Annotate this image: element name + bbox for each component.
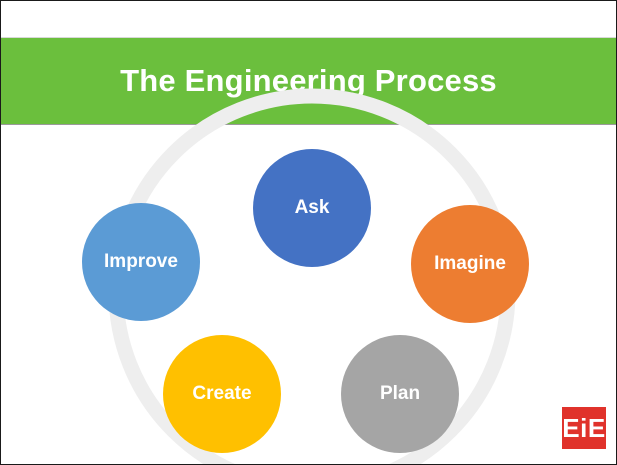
stage-imagine: Imagine: [411, 205, 529, 323]
eie-logo: EiE: [562, 407, 606, 449]
stage-plan-label: Plan: [379, 383, 421, 404]
stage-improve-label: Improve: [104, 251, 178, 272]
stage-ask: Ask: [253, 149, 371, 267]
stage-create-label: Create: [192, 383, 252, 404]
stage-plan: Plan: [341, 335, 459, 453]
stage-create: Create: [163, 335, 281, 453]
stage-imagine-label: Imagine: [434, 253, 506, 274]
stage-ask-label: Ask: [294, 197, 330, 218]
stage-improve: Improve: [82, 203, 200, 321]
